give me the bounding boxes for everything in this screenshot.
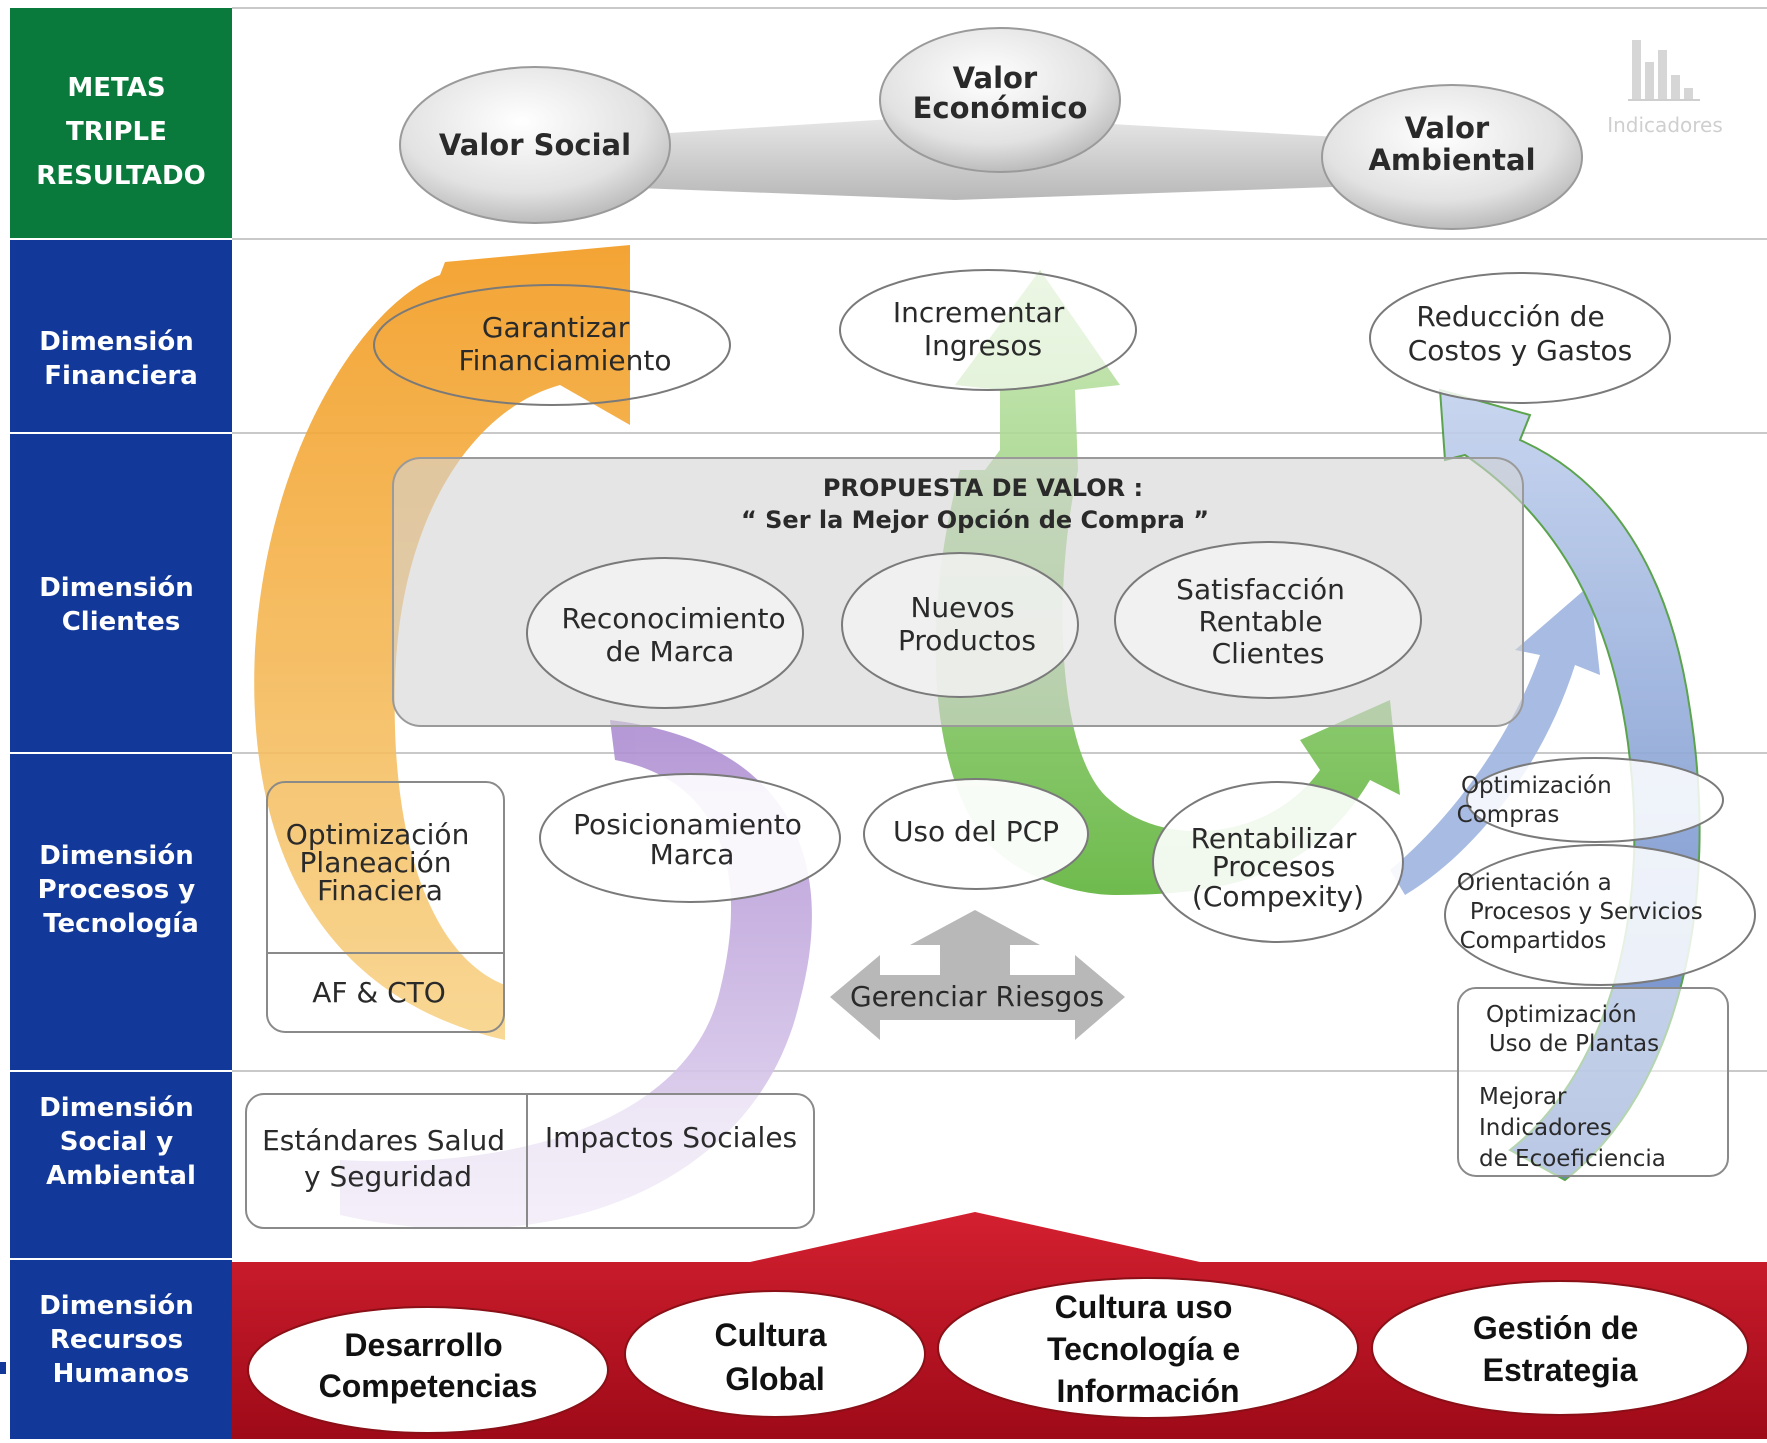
- rentabilizar-label: Rentabilizar Procesos (Compexity): [1191, 822, 1366, 913]
- uso-pcp-label: Uso del PCP: [893, 815, 1059, 848]
- rrhh-header-bg: [10, 1260, 232, 1439]
- edge-mark: [0, 1362, 6, 1374]
- gestion-estrategia-oval: [1371, 1280, 1749, 1416]
- reduccion-label: Reducción de Costos y Gastos: [1408, 300, 1632, 367]
- financiera-header-bg: [10, 240, 232, 432]
- rrhh-header-label: Dimensión Recursos Humanos: [39, 1291, 203, 1389]
- satisfaccion-oval: [1114, 541, 1422, 699]
- cultura-global-oval: [624, 1290, 926, 1418]
- financiera-header-label: Dimensión Financiera: [39, 327, 203, 391]
- posicionamiento-oval: [539, 773, 841, 903]
- optimizacion-compras-oval: [1466, 757, 1724, 843]
- uso-pcp-oval: [863, 778, 1089, 890]
- valor-social-sphere: [399, 66, 671, 224]
- social-header-label: Dimensión Social y Ambiental: [39, 1093, 203, 1191]
- gerenciar-riesgos-label: Gerenciar Riesgos: [850, 980, 1104, 1013]
- procesos-header-bg: [10, 754, 232, 1070]
- reduccion-oval: [1369, 272, 1671, 404]
- propuesta-title: PROPUESTA DE VALOR :: [823, 474, 1143, 502]
- valor-economico-sphere: [879, 27, 1121, 173]
- clientes-row: PROPUESTA DE VALOR : “ Ser la Mejor Opci…: [392, 457, 1524, 727]
- optimizacion-planeacion-label: Optimización Planeación Finaciera: [286, 818, 478, 907]
- social-header-bg: [10, 1072, 232, 1258]
- garantizar-label: Garantizar Financiamiento: [459, 311, 672, 377]
- optimizacion-planeacion-box: [266, 781, 505, 1033]
- financiera-row: Garantizar Financiamiento Incrementar In…: [373, 269, 1671, 406]
- valor-social-label: Valor Social: [439, 128, 631, 162]
- procesos-header-label: Dimensión Procesos y Tecnología: [38, 841, 205, 939]
- indicadores-logo-icon: [1628, 40, 1700, 101]
- cultura-tecnologia-oval: [937, 1277, 1359, 1419]
- rentabilizar-oval: [1152, 781, 1404, 943]
- optimizacion-plantas-label: Optimización Uso de Plantas: [1486, 1002, 1659, 1057]
- procesos-row: Optimización Planeación Finaciera AF & C…: [266, 757, 1756, 1177]
- reconocimiento-label: Reconocimiento de Marca: [561, 602, 794, 668]
- incrementar-oval: [839, 269, 1137, 391]
- cultura-global-label: Cultura Global: [715, 1317, 836, 1397]
- af-cto-label: AF & CTO: [312, 976, 446, 1009]
- gerenciar-riesgos-arrow-icon: [830, 910, 1125, 1040]
- cultura-tecnologia-label: Cultura uso Tecnología e Información: [1047, 1289, 1249, 1409]
- reconocimiento-oval: [526, 557, 804, 709]
- clientes-header-bg: [10, 434, 232, 752]
- indicadores-logo-text: Indicadores: [1607, 113, 1723, 137]
- valor-ambiental-sphere: [1321, 84, 1583, 230]
- incrementar-label: Incrementar Ingresos: [893, 296, 1073, 362]
- optimizacion-compras-label: Optimización Compras: [1457, 773, 1619, 828]
- gestion-estrategia-label: Gestión de Estrategia: [1473, 1310, 1647, 1388]
- metas-header-bg: [10, 8, 232, 238]
- nuevos-productos-oval: [841, 552, 1079, 698]
- clientes-header-label: Dimensión Clientes: [39, 573, 203, 637]
- nuevos-productos-label: Nuevos Productos: [898, 591, 1036, 657]
- social-box: [245, 1093, 815, 1229]
- garantizar-oval: [373, 284, 731, 406]
- social-row: Estándares Salud y Seguridad Impactos So…: [245, 1093, 815, 1229]
- metas-header-label: METAS TRIPLE RESULTADO: [36, 73, 205, 191]
- orientacion-oval: [1444, 844, 1756, 986]
- valor-ambiental-label: Valor Ambiental: [1368, 111, 1535, 177]
- orange-cycle-arrow: [254, 245, 630, 1040]
- triple-result-row: Valor Social Valor Económico Valor Ambie…: [399, 27, 1723, 230]
- green-cycle-arrow: [935, 270, 1400, 895]
- plantas-ecoeficiencia-box: [1457, 987, 1729, 1177]
- posicionamiento-label: Posicionamiento Marca: [573, 808, 811, 871]
- blue-small-arrow: [1390, 585, 1600, 895]
- propuesta-subtitle: “ Ser la Mejor Opción de Compra ”: [741, 506, 1209, 534]
- impactos-label: Impactos Sociales: [545, 1121, 797, 1154]
- desarrollo-oval: [247, 1306, 609, 1434]
- orientacion-label: Orientación a Procesos y Servicios Compa…: [1457, 870, 1710, 954]
- row-header-column: METAS TRIPLE RESULTADO Dimensión Financi…: [0, 8, 232, 1439]
- desarrollo-label: Desarrollo Competencias: [319, 1327, 538, 1404]
- rrhh-row: Desarrollo Competencias Cultura Global C…: [232, 1212, 1767, 1439]
- satisfaccion-label: Satisfacción Rentable Clientes: [1176, 573, 1354, 670]
- valor-economico-label: Valor Económico: [913, 61, 1088, 125]
- ecoeficiencia-label: Mejorar Indicadores de Ecoeficiencia: [1479, 1084, 1666, 1172]
- estandares-label: Estándares Salud y Seguridad: [262, 1124, 514, 1193]
